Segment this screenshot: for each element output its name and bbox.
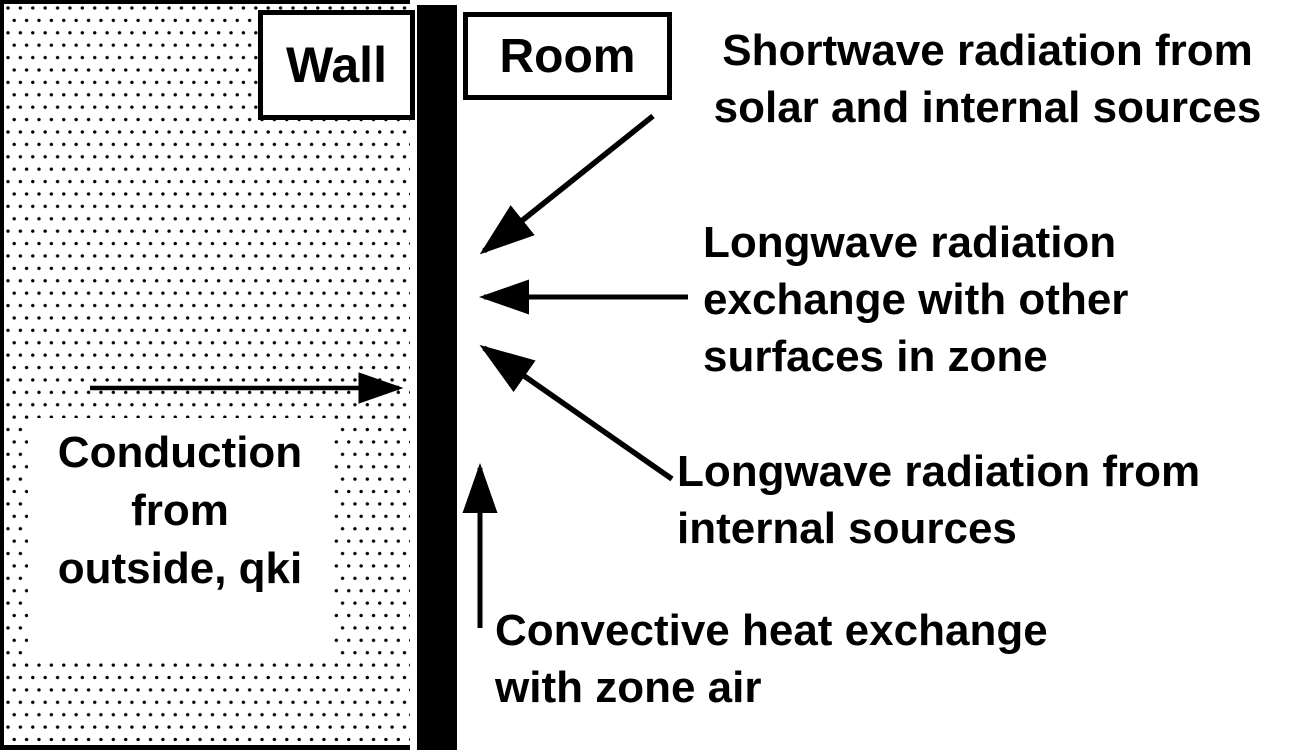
room-title: Room — [499, 29, 636, 83]
longwave-exchange-label: Longwave radiation exchange with other s… — [703, 214, 1128, 385]
longwave-internal-label-line: Longwave radiation from — [677, 447, 1201, 496]
conduction-label-box: Conduction from outside, qki — [28, 418, 332, 662]
conduction-label-line: from — [131, 486, 229, 535]
wall-inside-surface-bar — [417, 5, 457, 750]
room-title-box: Room — [463, 12, 672, 100]
wall-title-box: Wall — [258, 10, 415, 120]
longwave-internal-label: Longwave radiation from internal sources — [677, 443, 1200, 557]
convective-label-line: with zone air — [495, 663, 762, 712]
longwave-exchange-label-line: surfaces in zone — [703, 332, 1048, 381]
shortwave-label-line: solar and internal sources — [713, 83, 1262, 132]
shortwave-label: Shortwave radiation from solar and inter… — [680, 22, 1292, 136]
longwave-exchange-label-line: exchange with other — [703, 275, 1129, 324]
convective-label-line: Convective heat exchange — [495, 606, 1048, 655]
longwave-internal-label-line: internal sources — [677, 504, 1017, 553]
shortwave-arrow — [479, 113, 655, 255]
longwave-exchange-label-line: Longwave radiation — [703, 218, 1117, 267]
shortwave-label-line: Shortwave radiation from — [722, 26, 1253, 75]
longwave-internal-arrow — [479, 344, 674, 482]
wall-title: Wall — [286, 37, 387, 93]
convective-label: Convective heat exchange with zone air — [495, 602, 1048, 716]
conduction-label-line: outside, qki — [57, 544, 303, 593]
conduction-label-line: Conduction — [57, 428, 303, 477]
